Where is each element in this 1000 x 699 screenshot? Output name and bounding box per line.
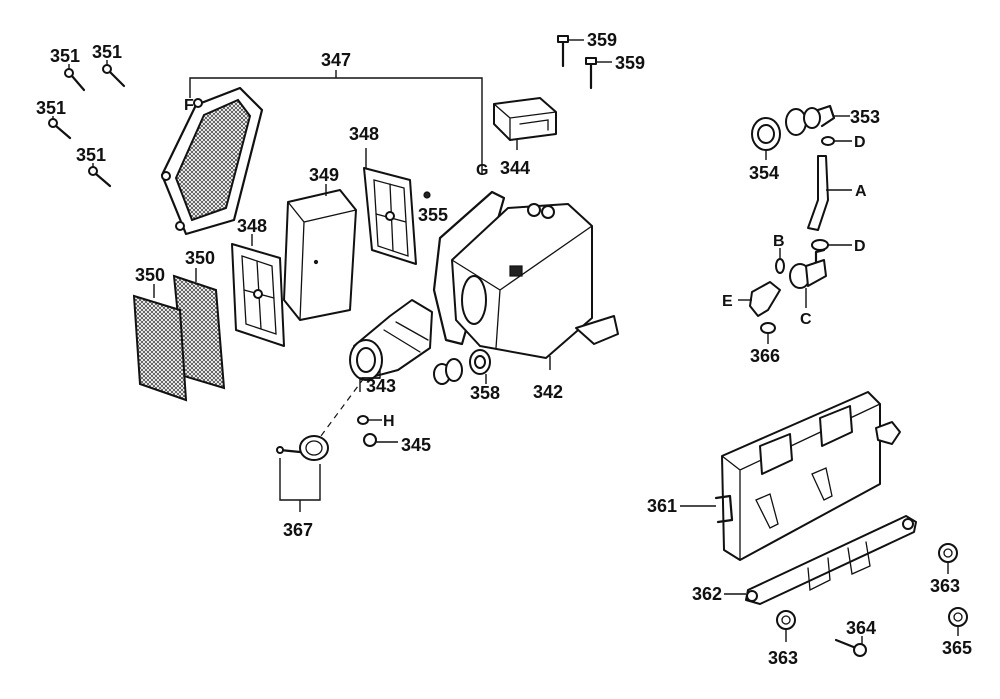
bracket-347 [189,70,483,175]
letter-D-upper: D [854,134,866,151]
air-cleaner-cover [160,86,264,236]
letter-E: E [722,293,733,310]
nut-363-right [938,543,958,574]
frame-348-left [231,234,285,347]
callout-363-bottom: 363 [768,648,798,668]
callout-364: 364 [846,618,876,638]
clip-B [775,248,785,274]
connector-353 [785,104,850,136]
strap-362 [724,515,917,605]
clamp-D-lower [811,239,852,251]
callout-348-upper: 348 [349,124,379,144]
callout-363-right: 363 [930,576,960,596]
gasket-G [432,190,506,346]
screw-351-b [102,64,126,88]
assembly-dashed-line [311,377,365,449]
clamp-366 [760,322,776,344]
clip-H [357,415,382,425]
callout-350-left: 350 [135,265,165,285]
nut-365 [948,607,968,636]
letter-D-lower: D [854,238,866,255]
callout-351-c: 351 [36,98,66,118]
housing-342 [451,203,619,370]
screw-351-d [88,166,112,188]
callout-359-a: 359 [587,30,617,50]
screw-355 [423,191,431,199]
callout-342: 342 [533,382,563,402]
filter-349 [283,184,357,321]
screw-351-a [64,68,86,92]
screw-351-c [48,118,72,140]
callout-366: 366 [750,346,780,366]
callout-351-a: 351 [50,46,80,66]
callout-344: 344 [500,158,530,178]
hose-E [738,281,781,317]
box-361 [680,391,901,561]
valve-C [789,248,827,308]
callout-353: 353 [850,107,880,127]
callout-354: 354 [749,163,779,183]
clamp-D-upper [821,136,852,146]
callout-361: 361 [647,496,677,516]
letter-H: H [383,413,395,430]
grommet-354 [751,117,781,160]
callout-348-left: 348 [237,216,267,236]
letter-B: B [773,233,785,250]
callout-351-d: 351 [76,145,106,165]
letter-A: A [855,183,867,200]
callout-358: 358 [470,383,500,403]
callout-359-b: 359 [615,53,645,73]
callout-349: 349 [309,165,339,185]
callout-362: 362 [692,584,722,604]
letter-C: C [800,311,812,328]
bolt-359-b [585,57,612,90]
part-344 [493,97,557,150]
callout-351-b: 351 [92,42,122,62]
callout-367: 367 [283,520,313,540]
bolt-359-a [557,35,584,68]
hose-A [807,155,852,231]
callout-347: 347 [321,50,351,70]
clamp-367 [276,435,329,512]
callout-365: 365 [942,638,972,658]
grommet-358 [433,349,491,385]
nut-345 [363,433,398,447]
letter-F: F [184,97,194,114]
filter-350-left [132,284,188,402]
callout-355: 355 [418,205,448,225]
callout-350-right: 350 [185,248,215,268]
intake-duct-343 [349,299,433,392]
bolt-364 [834,636,867,657]
frame-348-upper [363,148,417,265]
callout-343: 343 [366,376,396,396]
callout-345: 345 [401,435,431,455]
nut-363-bottom [776,610,796,642]
letter-G: G [476,162,488,179]
